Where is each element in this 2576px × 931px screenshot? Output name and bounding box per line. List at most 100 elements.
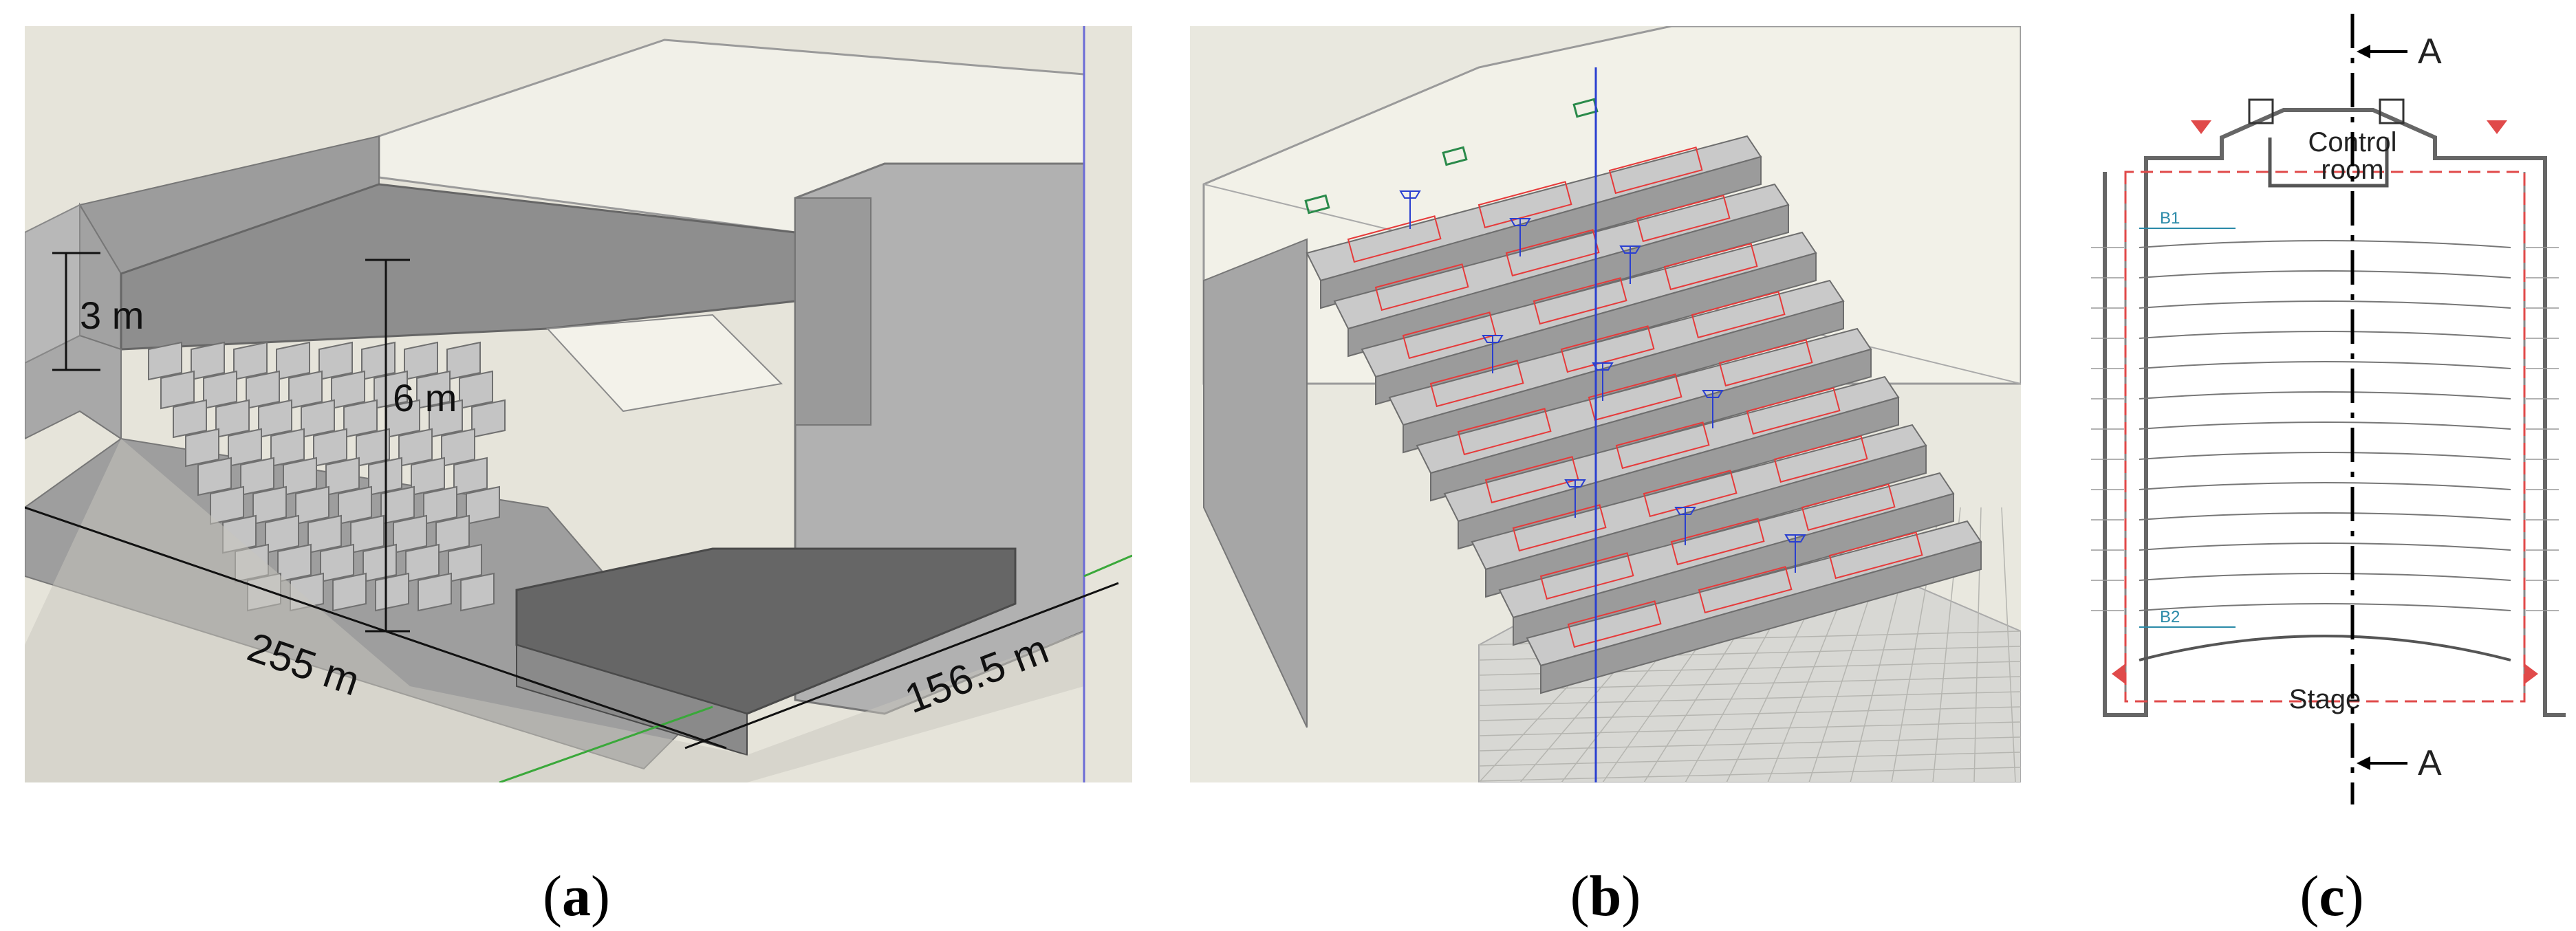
panel-a-3d-model: 3 m 6 m 255 m 156.5 m xyxy=(25,26,1132,782)
seat-source-box xyxy=(1643,470,1738,518)
seat-source-box xyxy=(1691,291,1786,339)
caption-b: (b) xyxy=(1570,864,1641,928)
section-arrowhead-top xyxy=(2357,45,2370,58)
seating-row xyxy=(2139,331,2511,339)
seat-source-box xyxy=(1636,195,1731,243)
seating-row xyxy=(2139,300,2511,309)
grid-line xyxy=(1478,767,2021,782)
seat xyxy=(295,485,329,525)
seat xyxy=(233,341,268,381)
seating-row xyxy=(2139,361,2511,369)
seat xyxy=(398,428,433,468)
seat xyxy=(276,341,310,381)
tier-riser xyxy=(1458,396,1899,550)
seat xyxy=(429,399,463,439)
seat xyxy=(448,543,482,583)
seat xyxy=(252,485,287,525)
seat xyxy=(203,370,237,410)
section-bottom-label: A xyxy=(2418,743,2442,783)
caption-c: (c) xyxy=(2299,864,2364,928)
seat xyxy=(350,514,385,554)
marker-bottom-left xyxy=(2112,664,2125,684)
seat-source-box xyxy=(1670,518,1765,566)
tier-riser xyxy=(1540,540,1982,694)
control-room-window-left xyxy=(2248,98,2274,124)
seat xyxy=(435,514,470,554)
seat xyxy=(215,399,250,439)
axis-y xyxy=(1083,554,1132,578)
axis-x xyxy=(499,705,713,782)
seat xyxy=(411,457,445,496)
receiver-icon xyxy=(1482,335,1504,343)
seat xyxy=(331,370,365,410)
seat xyxy=(459,370,493,410)
seat xyxy=(374,370,408,410)
floor xyxy=(25,439,1084,782)
seat-source-box xyxy=(1429,360,1524,408)
seat-source-box xyxy=(1347,215,1442,263)
seat xyxy=(343,399,378,439)
receiver-icon xyxy=(1784,534,1806,543)
boundary-dashed xyxy=(2124,171,2526,703)
seating-row-arcs xyxy=(2091,240,2559,611)
seat xyxy=(277,543,312,583)
receiver-icon xyxy=(1619,245,1641,254)
seat xyxy=(441,428,475,468)
seat-source-box xyxy=(1402,311,1497,360)
tier-riser xyxy=(1320,155,1762,309)
seat-source-box xyxy=(1698,566,1793,614)
seat xyxy=(185,428,219,468)
caption-b-letter: b xyxy=(1589,864,1622,928)
stage-label: Stage xyxy=(2289,684,2361,714)
seat xyxy=(375,572,409,612)
seating-row xyxy=(2139,421,2511,430)
seat xyxy=(148,341,182,381)
seat xyxy=(460,572,495,612)
seating-row xyxy=(2139,240,2511,248)
seating-tiers xyxy=(1306,135,1982,694)
seat-source-box xyxy=(1615,421,1710,470)
dim-width-line xyxy=(25,506,727,749)
section-top-label: A xyxy=(2418,32,2442,72)
seat-source-box xyxy=(1608,146,1703,195)
seat xyxy=(471,399,506,439)
marker-bottom-right xyxy=(2524,664,2538,684)
seating-row xyxy=(2139,270,2511,278)
seating-row xyxy=(2139,391,2511,399)
seating-row xyxy=(2139,603,2511,611)
seat-source-box xyxy=(1588,373,1682,421)
seat-source-box xyxy=(1718,339,1813,387)
seat xyxy=(240,457,274,496)
left-wall xyxy=(25,334,122,440)
level-b1-label: B1 xyxy=(2160,209,2180,228)
room-height-label: 6 m xyxy=(393,376,457,419)
seat xyxy=(246,370,280,410)
seat-source-box xyxy=(1512,504,1607,552)
seat xyxy=(362,543,397,583)
seat-source-box xyxy=(1533,277,1627,325)
control-room-window-right xyxy=(2379,98,2405,124)
section-arrowhead-bottom xyxy=(2357,756,2370,770)
seat-source-box xyxy=(1663,243,1758,291)
tier-riser xyxy=(1430,348,1872,502)
seat xyxy=(270,428,305,468)
seat xyxy=(404,341,438,381)
simulation-3d-view xyxy=(1202,26,2021,782)
grid-line xyxy=(1478,736,2021,752)
seat-source-box xyxy=(1560,325,1655,373)
seat xyxy=(301,399,335,439)
seat xyxy=(325,457,360,496)
left-wall-upper xyxy=(25,204,80,364)
caption-a-letter: a xyxy=(562,864,591,928)
seat xyxy=(258,399,292,439)
seat xyxy=(338,485,372,525)
seat xyxy=(160,370,195,410)
seat xyxy=(283,457,317,496)
seat xyxy=(361,341,396,381)
seat xyxy=(191,341,225,381)
grid-line xyxy=(1478,752,2021,767)
seat xyxy=(228,428,262,468)
receiver-icon xyxy=(1674,507,1696,515)
seat-source-box xyxy=(1828,532,1923,580)
caption-c-letter: c xyxy=(2319,864,2345,928)
